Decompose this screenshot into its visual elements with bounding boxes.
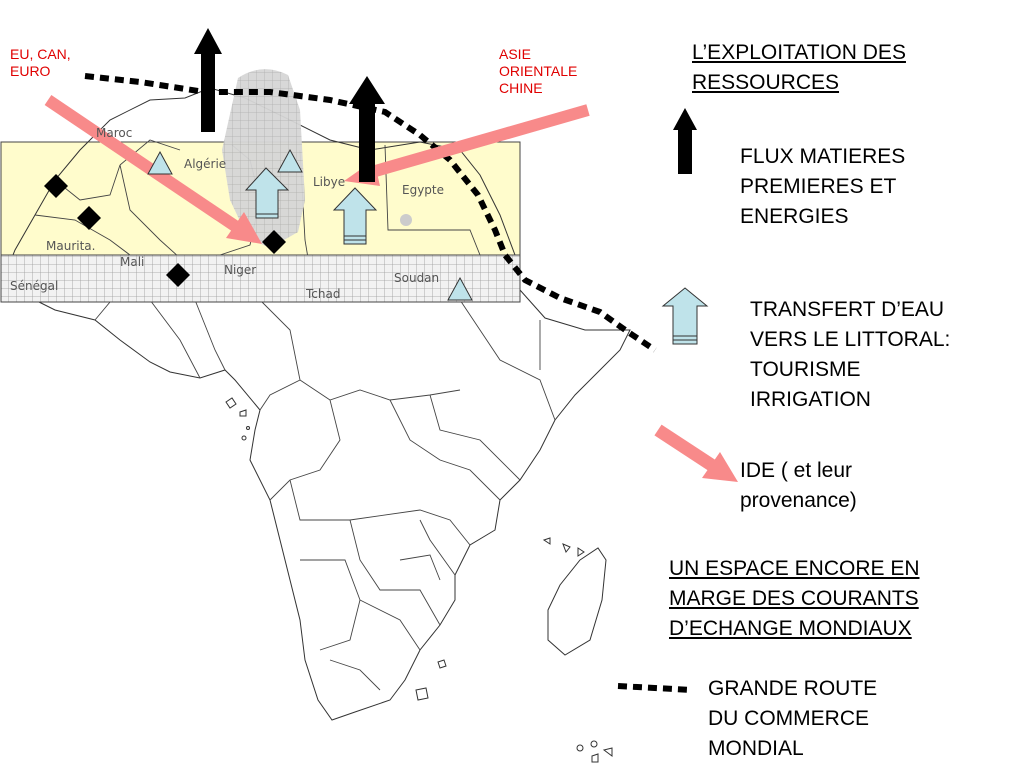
label-mauritanie: Maurita. <box>46 239 95 253</box>
label-tchad: Tchad <box>305 287 340 301</box>
resource-triangle <box>147 150 173 175</box>
label-egypte: Egypte <box>402 183 444 197</box>
label-mali: Mali <box>120 255 144 269</box>
legend-ide-arrow-icon <box>654 424 738 482</box>
resource-triangle <box>447 276 473 301</box>
islands <box>225 397 613 763</box>
egypt-dot <box>400 214 412 226</box>
flux-arrow-libya <box>349 76 385 182</box>
label-niger: Niger <box>224 263 256 277</box>
legend-ide-text: IDE ( et leur provenance) <box>740 459 857 512</box>
label-soudan: Soudan <box>394 271 439 285</box>
water-arrow-algeria <box>244 167 290 219</box>
water-arrow-libya <box>332 187 378 245</box>
resource-diamond <box>262 230 286 254</box>
resource-diamond <box>77 206 101 230</box>
legend-water-text: TRANSFERT D’EAU VERS LE LITTORAL: TOURIS… <box>750 298 951 411</box>
sahel-hatched-band <box>0 254 521 303</box>
resource-diamond <box>44 174 68 198</box>
legend-route-text: GRANDE ROUTE DU COMMERCE MONDIAL <box>708 677 878 760</box>
ide-arrow-west <box>44 95 262 244</box>
legend-marge-text: UN ESPACE ENCORE EN MARGE DES COURANTS D… <box>669 557 920 640</box>
legend-flux-text: FLUX MATIERES PREMIERES ET ENERGIES <box>740 145 906 228</box>
madagascar-outline <box>547 547 607 656</box>
legend-water-arrow-icon <box>661 287 709 345</box>
legend-route-line-icon <box>617 683 693 693</box>
label-maroc: Maroc <box>96 126 132 140</box>
africa-outline <box>4 87 631 721</box>
source-label-east: ASIE ORIENTALE CHINE <box>499 46 578 96</box>
resource-triangle <box>277 148 303 173</box>
legend-flux-arrow-icon <box>673 108 697 174</box>
great-trade-route-line <box>84 73 657 353</box>
legend-title: L’EXPLOITATION DES RESSOURCES <box>692 41 906 94</box>
flux-arrow-algeria <box>194 28 222 132</box>
label-libye: Libye <box>313 175 345 189</box>
source-label-west: EU, CAN, EURO <box>10 46 71 79</box>
aquifer-hatched-zone <box>222 69 305 248</box>
label-senegal: Sénégal <box>10 279 58 293</box>
label-algerie: Algérie <box>184 157 226 171</box>
resource-diamond <box>166 263 190 287</box>
